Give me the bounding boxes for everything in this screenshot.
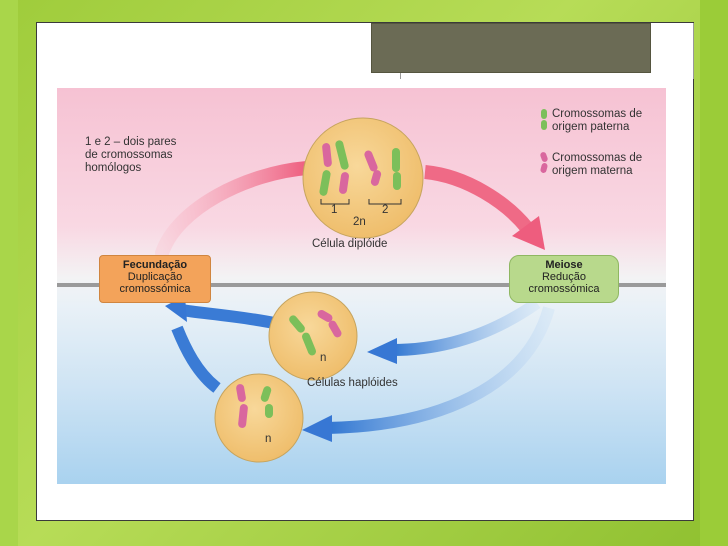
meiosis-cycle-diagram: 1 e 2 – dois pares de cromossomas homólo… (57, 88, 666, 484)
haploid-cell-lower (214, 373, 304, 463)
legend-maternal-label: Cromossomas de origem materna (552, 152, 643, 177)
haploid-lower-chromosomes (236, 384, 273, 428)
haploid-upper-chromosomes (289, 310, 342, 356)
meiose-line1: Redução (541, 271, 587, 283)
blue-arrowhead-lower (302, 415, 332, 442)
title-placeholder (371, 23, 651, 73)
pink-arrowhead (512, 216, 545, 250)
ploidy-label-2n: 2n (353, 216, 366, 228)
diploid-cell-caption: Célula diplóide (312, 238, 388, 250)
ploidy-label-n-lower: n (265, 433, 272, 445)
blue-arrow-left-lower (171, 325, 221, 393)
divider-line (57, 283, 666, 287)
fecundacao-line2: cromossómica (119, 283, 191, 295)
fecundacao-title: Fecundação (122, 259, 188, 271)
bracket-pair-1 (320, 199, 350, 205)
legend-maternal-icon (540, 152, 548, 173)
diploid-cell (302, 117, 424, 239)
haploid-cell-upper (268, 291, 358, 381)
fecundacao-line1: Duplicação (127, 271, 183, 283)
blue-arrowhead-upper (367, 338, 397, 364)
fecundacao-box: Fecundação Duplicação cromossómica (99, 255, 211, 303)
legend-paternal-icon (541, 109, 547, 130)
diploid-chromosomes (319, 140, 401, 196)
meiose-line2: cromossómica (528, 283, 600, 295)
diagram-graphics (155, 109, 555, 463)
homologous-pairs-note: 1 e 2 – dois pares de cromossomas homólo… (85, 136, 177, 174)
meiose-box: Meiose Redução cromossómica (509, 255, 619, 303)
blue-arrow-lower (326, 306, 555, 434)
pink-arrow-right-arc (424, 165, 533, 233)
meiose-title: Meiose (545, 259, 583, 271)
pair-label-1: 1 (331, 204, 338, 216)
pair-label-2: 2 (382, 204, 389, 216)
background-stripe (0, 0, 18, 546)
legend-paternal-label: Cromossomas de origem paterna (552, 108, 643, 133)
bracket-pair-2 (368, 199, 402, 205)
haploid-cells-caption: Células haplóides (307, 377, 398, 389)
blue-arrow-left-upper (180, 304, 281, 330)
background-stripe (700, 0, 728, 546)
blue-arrow-upper (391, 298, 541, 356)
ploidy-label-n-upper: n (320, 352, 327, 364)
pink-arrow-left-arc (155, 161, 314, 260)
